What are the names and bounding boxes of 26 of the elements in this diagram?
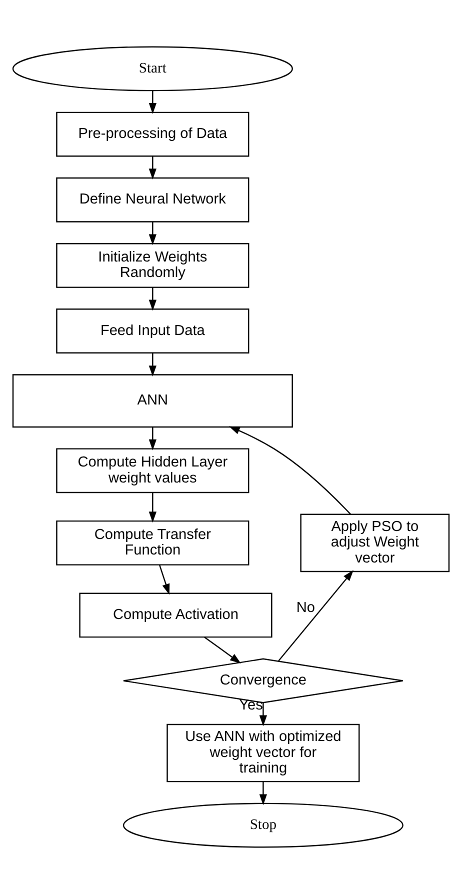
edge-label: No: [296, 600, 315, 616]
arrow: [148, 287, 156, 311]
arrow: [148, 427, 156, 450]
arrow: [204, 636, 241, 664]
arrow: [228, 426, 352, 515]
node-box: Compute Hidden Layer weight values: [56, 448, 250, 494]
node-box: Compute Transfer Function: [56, 520, 250, 566]
node-box: Use ANN with optimized weight vector for training: [166, 724, 360, 782]
arrow: [159, 564, 170, 595]
arrow: [148, 90, 156, 114]
arrow: [148, 492, 156, 523]
node-box: Compute Activation: [79, 592, 272, 638]
node-box: Apply PSO to adjust Weight vector: [300, 514, 450, 572]
arrow: [259, 702, 268, 726]
node-box: Define Neural Network: [56, 177, 250, 222]
node-ellipse: Start: [12, 46, 293, 92]
arrow: [148, 222, 156, 246]
arrow: [278, 570, 354, 662]
node-box: Pre-processing of Data: [56, 112, 250, 157]
node-box: Feed Input Data: [56, 308, 250, 354]
node-ellipse: Stop: [122, 802, 404, 848]
arrow: [148, 353, 156, 376]
node-box: Initialize Weights Randomly: [56, 242, 250, 288]
node-box: ANN: [12, 374, 293, 428]
arrow: [259, 782, 268, 806]
arrow: [148, 156, 156, 180]
